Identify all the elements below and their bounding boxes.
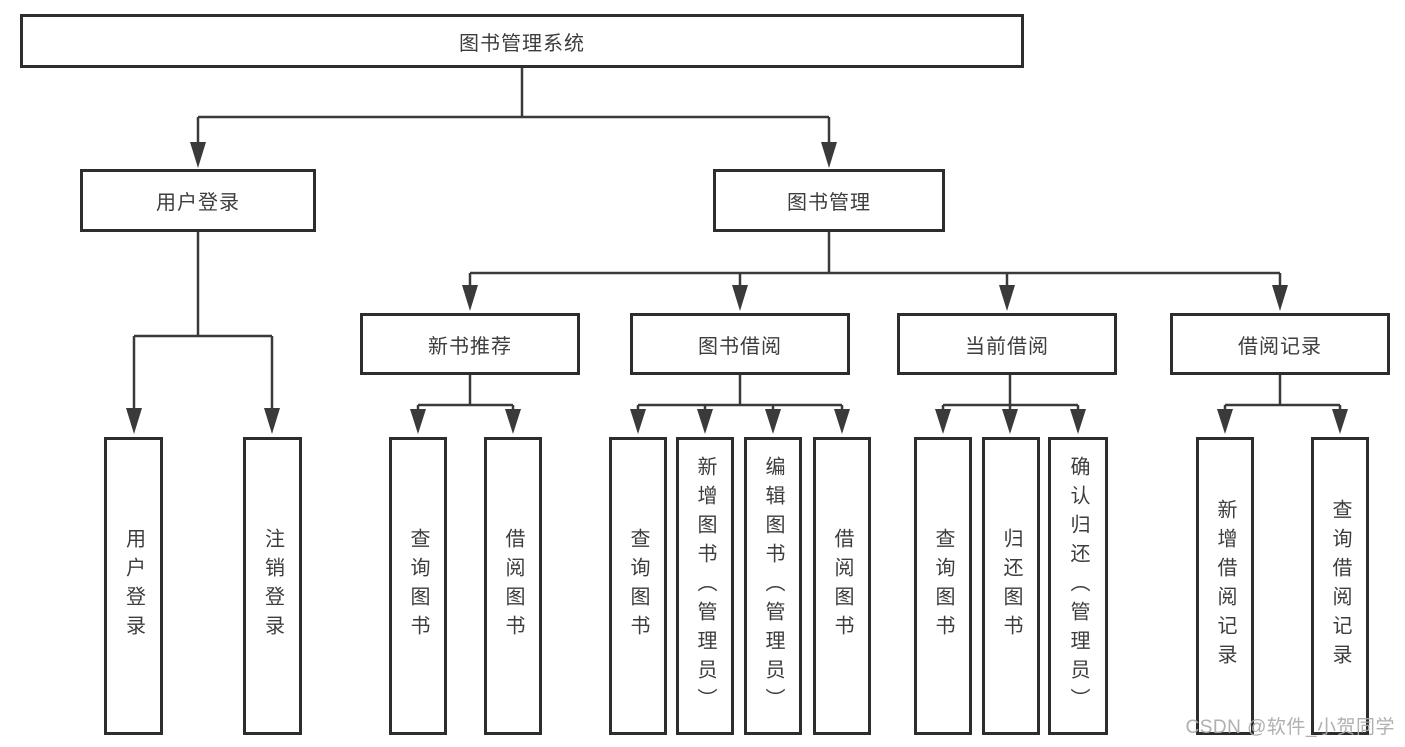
node-label: 图书借阅 (698, 335, 782, 358)
node-label: 图书管理系统 (459, 32, 585, 55)
node-label: 新书推荐 (428, 335, 512, 358)
node-book-management: 图书管理 (713, 169, 945, 232)
node-label: 查询图书 (627, 528, 649, 644)
node-label: 注销登录 (261, 528, 284, 644)
node-root-system: 图书管理系统 (20, 14, 1024, 68)
node-label: 借阅图书 (502, 528, 524, 644)
leaf-add-borrow-record: 新增借阅记录 (1196, 437, 1254, 735)
node-label: 当前借阅 (965, 335, 1049, 358)
node-book-borrowing: 图书借阅 (630, 313, 850, 375)
leaf-edit-books-admin: 编辑图书（管理员） (744, 437, 802, 735)
leaf-query-borrow-record: 查询借阅记录 (1311, 437, 1369, 735)
leaf-return-books: 归还图书 (982, 437, 1040, 735)
node-label: 查询图书 (932, 528, 954, 644)
leaf-borrow-books-newbooks: 借阅图书 (484, 437, 542, 735)
node-label: 新增图书（管理员） (694, 455, 716, 717)
node-user-login: 用户登录 (80, 169, 316, 232)
leaf-add-books-admin: 新增图书（管理员） (676, 437, 734, 735)
leaf-query-books-newbooks: 查询图书 (389, 437, 447, 735)
node-label: 编辑图书（管理员） (762, 455, 784, 717)
node-borrowing-records: 借阅记录 (1170, 313, 1390, 375)
node-new-book-recommendation: 新书推荐 (360, 313, 580, 375)
leaf-user-login: 用户登录 (104, 437, 163, 735)
node-label: 查询借阅记录 (1329, 499, 1351, 673)
node-label: 查询图书 (407, 528, 429, 644)
node-label: 借阅记录 (1238, 335, 1322, 358)
node-label: 用户登录 (122, 528, 145, 644)
node-label: 归还图书 (1000, 528, 1022, 644)
node-label: 新增借阅记录 (1214, 499, 1236, 673)
leaf-logout: 注销登录 (243, 437, 302, 735)
csdn-watermark: CSDN @软件_小贺同学 (1185, 717, 1395, 738)
node-label: 图书管理 (787, 192, 871, 214)
leaf-query-books-current: 查询图书 (914, 437, 972, 735)
node-label: 确认归还（管理员） (1067, 455, 1089, 717)
node-label: 用户登录 (156, 192, 240, 214)
node-label: 借阅图书 (831, 528, 853, 644)
leaf-confirm-return-admin: 确认归还（管理员） (1048, 437, 1108, 735)
leaf-query-books-borrowing: 查询图书 (609, 437, 667, 735)
node-current-borrowing: 当前借阅 (897, 313, 1117, 375)
leaf-borrow-books-borrowing: 借阅图书 (813, 437, 871, 735)
